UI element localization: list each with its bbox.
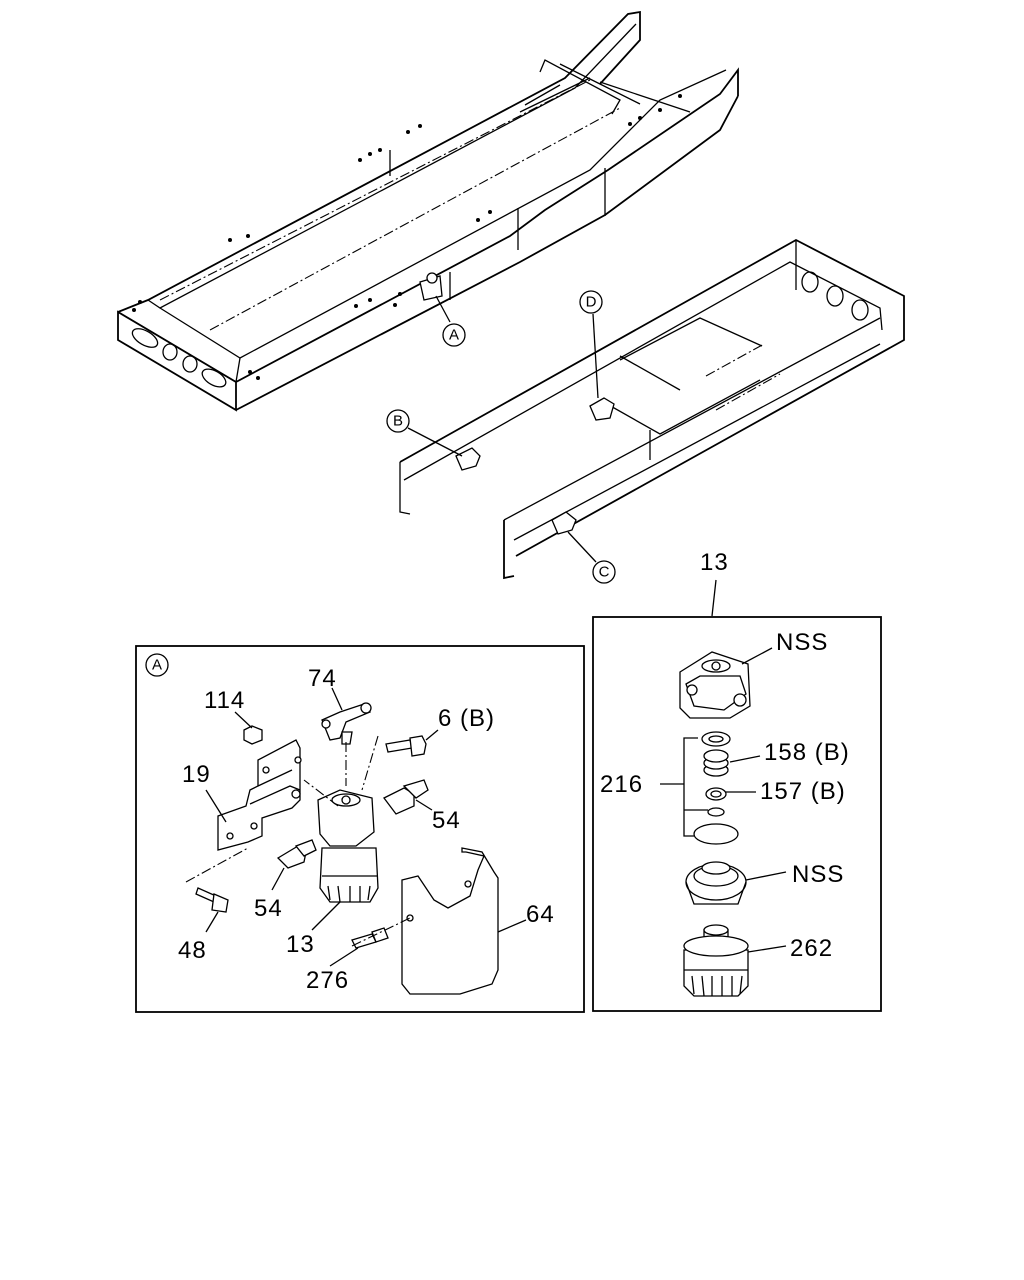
- label-276: 276: [306, 967, 349, 994]
- callout-c: C: [567, 531, 616, 584]
- detail-13-title: 13: [700, 549, 729, 576]
- label-54-left: 54: [254, 895, 283, 922]
- label-64: 64: [526, 901, 555, 928]
- callout-a: A: [435, 295, 466, 347]
- label-nss-top: NSS: [776, 629, 828, 656]
- label-157b: 157 (B): [760, 778, 846, 805]
- label-19: 19: [182, 761, 211, 788]
- detail-a-marker: A: [152, 657, 162, 674]
- lower-tank-frame: [399, 238, 905, 580]
- callout-b: B: [386, 409, 463, 457]
- svg-text:D: D: [586, 294, 597, 311]
- label-54-right: 54: [432, 807, 461, 834]
- label-74: 74: [308, 665, 337, 692]
- upper-chassis-frame: [117, 10, 739, 412]
- callout-d: D: [579, 290, 603, 399]
- label-158b: 158 (B): [764, 739, 850, 766]
- label-13-a: 13: [286, 931, 315, 958]
- svg-text:A: A: [449, 327, 459, 344]
- label-48: 48: [178, 937, 207, 964]
- label-216: 216: [600, 771, 643, 798]
- svg-text:B: B: [393, 413, 403, 430]
- label-114: 114: [204, 687, 245, 714]
- svg-text:C: C: [599, 564, 610, 581]
- detail-13-panel: 13: [592, 549, 882, 1012]
- label-nss-mid: NSS: [792, 861, 844, 888]
- label-262: 262: [790, 935, 833, 962]
- label-6b: 6 (B): [438, 705, 495, 732]
- detail-a-panel: A: [135, 645, 585, 1013]
